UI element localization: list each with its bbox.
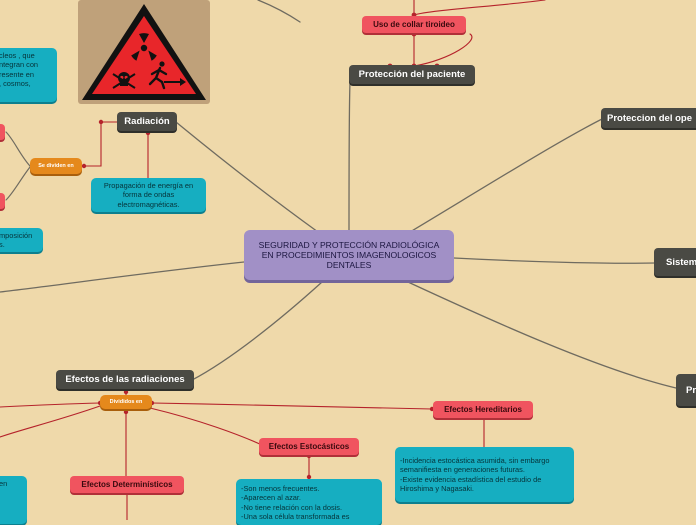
link-top-upper <box>257 0 301 23</box>
left-top-red-node[interactable] <box>0 124 5 140</box>
link-central-proteccion-operador <box>409 117 605 233</box>
link-divididos-hereditarios <box>151 402 433 410</box>
radiation-hazard-image <box>78 0 210 104</box>
node-hereditarios-description[interactable]: -Incidencia estocástica asumida, sin emb… <box>395 447 574 502</box>
left-top-description[interactable]: cleos , que ntegran con resente en , cos… <box>0 48 57 102</box>
left-mid-description[interactable]: mposición s. <box>0 228 43 252</box>
link-central-left <box>0 261 245 293</box>
radiation-hazard-icon <box>82 4 206 100</box>
link-paciente-right <box>413 33 473 67</box>
link-divididos-estocasticos <box>149 407 263 446</box>
node-pr[interactable]: Pr <box>676 374 696 406</box>
left-bottom-red-node[interactable] <box>0 193 5 209</box>
node-efectos-estocasticos[interactable]: Efectos Estocásticos <box>259 438 359 455</box>
node-estocasticos-description[interactable]: -Son menos frecuentes. -Aparecen al azar… <box>236 479 382 525</box>
link-radiacion-se-dividen <box>83 121 119 167</box>
node-divididos-en[interactable]: Divididos en <box>100 395 152 409</box>
link-divididos-left-a <box>0 402 101 408</box>
left-bottom-description[interactable]: en <box>0 476 27 524</box>
link-collar-up <box>413 0 546 16</box>
node-efectos-deterministicos[interactable]: Efectos Determinísticos <box>70 476 184 493</box>
node-efectos-hereditarios[interactable]: Efectos Hereditarios <box>433 401 533 418</box>
node-collar-tiroideo[interactable]: Uso de collar tiroideo <box>362 16 466 33</box>
node-proteccion-operador[interactable]: Proteccion del ope <box>601 108 696 128</box>
node-proteccion-paciente[interactable]: Protección del paciente <box>349 65 475 84</box>
link-divididos-left-b <box>0 405 101 438</box>
link-central-efectos-radiaciones <box>191 281 323 381</box>
node-sistemas[interactable]: Sistem <box>654 248 696 276</box>
node-efectos-radiaciones[interactable]: Efectos de las radiaciones <box>56 370 194 389</box>
link-central-pr <box>407 281 677 389</box>
node-radiacion[interactable]: Radiación <box>117 112 177 131</box>
node-radiacion-definition[interactable]: Propagación de energía en forma de ondas… <box>91 178 206 212</box>
link-se-dividen-left-top <box>5 131 31 167</box>
link-central-sistemas <box>453 257 656 264</box>
link-central-radiacion <box>175 121 319 233</box>
link-central-proteccion-paciente <box>348 81 351 233</box>
node-se-dividen[interactable]: Se dividen en <box>30 158 82 174</box>
central-topic[interactable]: SEGURIDAD Y PROTECCIÓN RADIOLÓGICA EN PR… <box>244 230 454 280</box>
link-se-dividen-left-bottom <box>5 166 31 201</box>
